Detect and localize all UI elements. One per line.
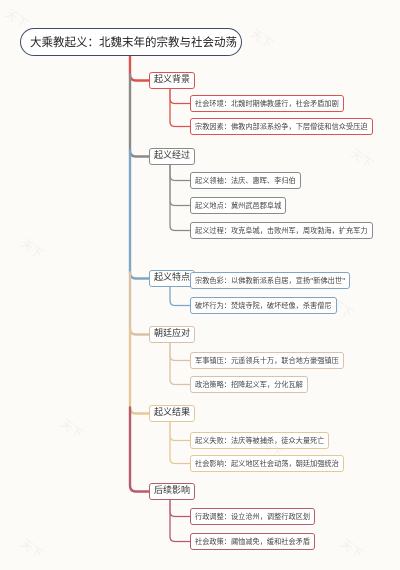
subtopic-1-1[interactable]: 社会环境：北魏时期佛教盛行，社会矛盾加剧 [190, 95, 344, 112]
subtopic-5-1[interactable]: 起义失败：法庆等被捕杀，徒众大量死亡 [190, 432, 330, 449]
branch-link-5-2 [169, 421, 191, 465]
subtopic-3-1[interactable]: 宗教色彩：以佛教新派系自居，宣扬"新佛出世" [190, 272, 351, 289]
subtopic-4-1[interactable]: 军事镇压：元遥领兵十万，联合地方豪强镇压 [190, 352, 344, 369]
subtopic-4-2[interactable]: 政治策略：招降起义军，分化瓦解 [190, 376, 308, 393]
branch-link-2-2 [169, 164, 191, 207]
category-1[interactable]: 起义背景 [149, 72, 196, 89]
category-6[interactable]: 后续影响 [149, 483, 196, 500]
category-4[interactable]: 朝廷应对 [149, 326, 196, 343]
category-2[interactable]: 起义经过 [149, 148, 196, 165]
branch-link-1-2 [169, 88, 191, 128]
subtopic-2-3[interactable]: 起义过程：攻克阜城，击败州军，周攻勃海，扩充军力 [190, 222, 373, 239]
subtopic-1-2[interactable]: 宗教因素：佛教内部派系纷争，下层僧徒和信众受压迫 [190, 118, 373, 135]
branch-link-3-2 [169, 286, 191, 307]
trunk-link-2 [128, 73, 151, 158]
subtopic-6-1[interactable]: 行政调整：设立沧州，调整行政区划 [190, 508, 316, 525]
trunk-link-6 [128, 406, 151, 493]
branch-link-4-2 [169, 342, 191, 386]
branch-link-1-1 [169, 88, 191, 105]
subtopic-2-1[interactable]: 起义领袖：法庆、惠晖、李归伯 [190, 172, 301, 189]
subtopic-6-2[interactable]: 社会政策：蠲恤减免，缓和社会矛盾 [190, 533, 316, 550]
branch-link-6-1 [169, 499, 191, 518]
branch-link-6-2 [169, 499, 191, 543]
branch-link-5-1 [169, 421, 191, 442]
branch-link-2-1 [169, 164, 191, 182]
category-5[interactable]: 起义结果 [149, 405, 196, 422]
trunk-link-4 [128, 271, 151, 336]
subtopic-3-2[interactable]: 破坏行为：焚烧寺院，破坏经像，杀害僧尼 [190, 297, 337, 314]
branch-link-2-3 [169, 164, 191, 232]
category-3[interactable]: 起义特点 [149, 270, 196, 287]
root-topic[interactable]: 大乘教起义：北魏末年的宗教与社会动荡 [20, 28, 242, 56]
branch-link-4-1 [169, 342, 191, 362]
subtopic-5-2[interactable]: 社会影响：起义地区社会动荡，朝廷加强统治 [190, 455, 344, 472]
subtopic-2-2[interactable]: 起义地点：冀州武邑郡阜城 [190, 197, 287, 214]
trunk-link-3 [128, 149, 151, 280]
trunk-link-5 [128, 327, 151, 415]
trunk-link-1 [128, 54, 151, 82]
